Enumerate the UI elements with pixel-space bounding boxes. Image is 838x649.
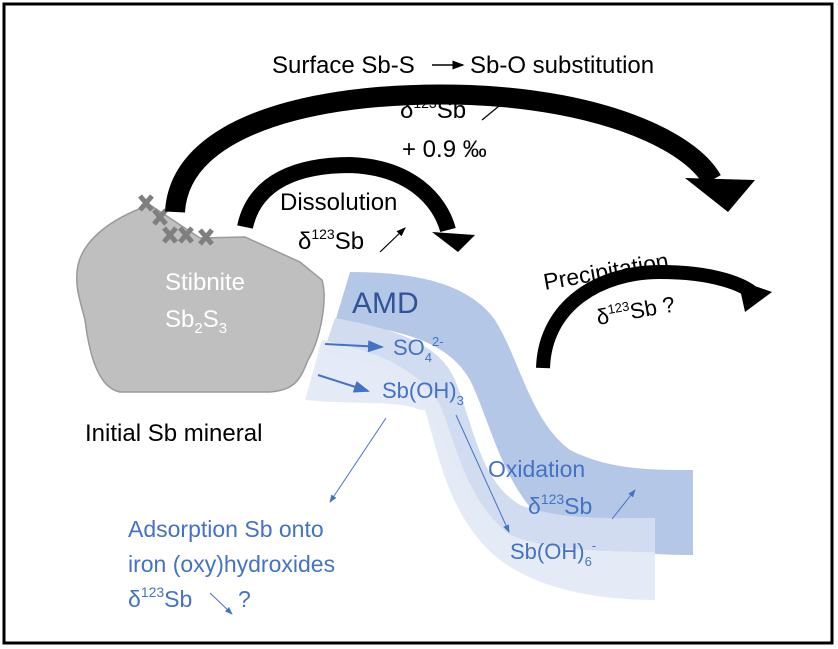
precipitation-arrow xyxy=(536,264,760,369)
arrow-to-antimonite xyxy=(317,374,370,393)
dissolution-arrowhead xyxy=(432,232,475,252)
oxidation-label: Oxidation xyxy=(488,456,585,482)
amd-label: AMD xyxy=(352,287,419,320)
dissolution-label: Dissolution xyxy=(280,189,397,216)
arrow-to-sulfate xyxy=(324,340,384,353)
trend-up-arrow-top xyxy=(481,96,511,121)
surface-substitution-arrowhead xyxy=(685,178,755,212)
sulfate-label: SO42- xyxy=(393,334,444,365)
stibnite-formula: Sb2S3 xyxy=(165,306,227,337)
trend-down-arrow-adsorption xyxy=(209,592,233,615)
adsorption-delta-label: δ123Sb? xyxy=(128,584,251,612)
stibnite-label: Stibnite xyxy=(165,269,245,296)
sbo-substitution-label: Sb-O substitution xyxy=(470,52,654,79)
arrow-to-antimonate xyxy=(455,414,510,533)
top-delta-label: δ123Sb xyxy=(400,95,466,124)
amd-band-dark xyxy=(335,272,693,555)
surface-substitution-crosses xyxy=(138,194,214,246)
dissolution-delta-label: δ123Sb xyxy=(298,226,364,255)
surface-sbs-label: Surface Sb-S xyxy=(272,52,415,79)
dissolution-arrow xyxy=(237,156,456,233)
adsorption-line1: Adsorption Sb onto xyxy=(128,516,324,542)
oxidation-delta-label: δ123Sb xyxy=(528,491,592,519)
initial-mineral-caption: Initial Sb mineral xyxy=(85,420,262,447)
stibnite-mineral-shape xyxy=(75,204,325,393)
precipitation-arrowhead xyxy=(738,280,772,312)
adsorption-line2: iron (oxy)hydroxides xyxy=(128,551,335,577)
arrow-to-adsorption xyxy=(329,417,387,503)
amd-band-light-left xyxy=(300,340,425,410)
precipitation-delta-label: δ123Sb? xyxy=(594,291,676,330)
trend-up-arrow-oxidation xyxy=(611,489,636,520)
trend-up-arrow-dissolution xyxy=(379,227,406,253)
amd-band-light xyxy=(318,340,655,600)
surface-substitution-arrow xyxy=(165,84,721,214)
antimonate-label: Sb(OH)6- xyxy=(510,538,596,569)
top-shift-value: + 0.9 ‰ xyxy=(402,136,487,163)
antimonite-label: Sb(OH)3 xyxy=(382,378,464,408)
